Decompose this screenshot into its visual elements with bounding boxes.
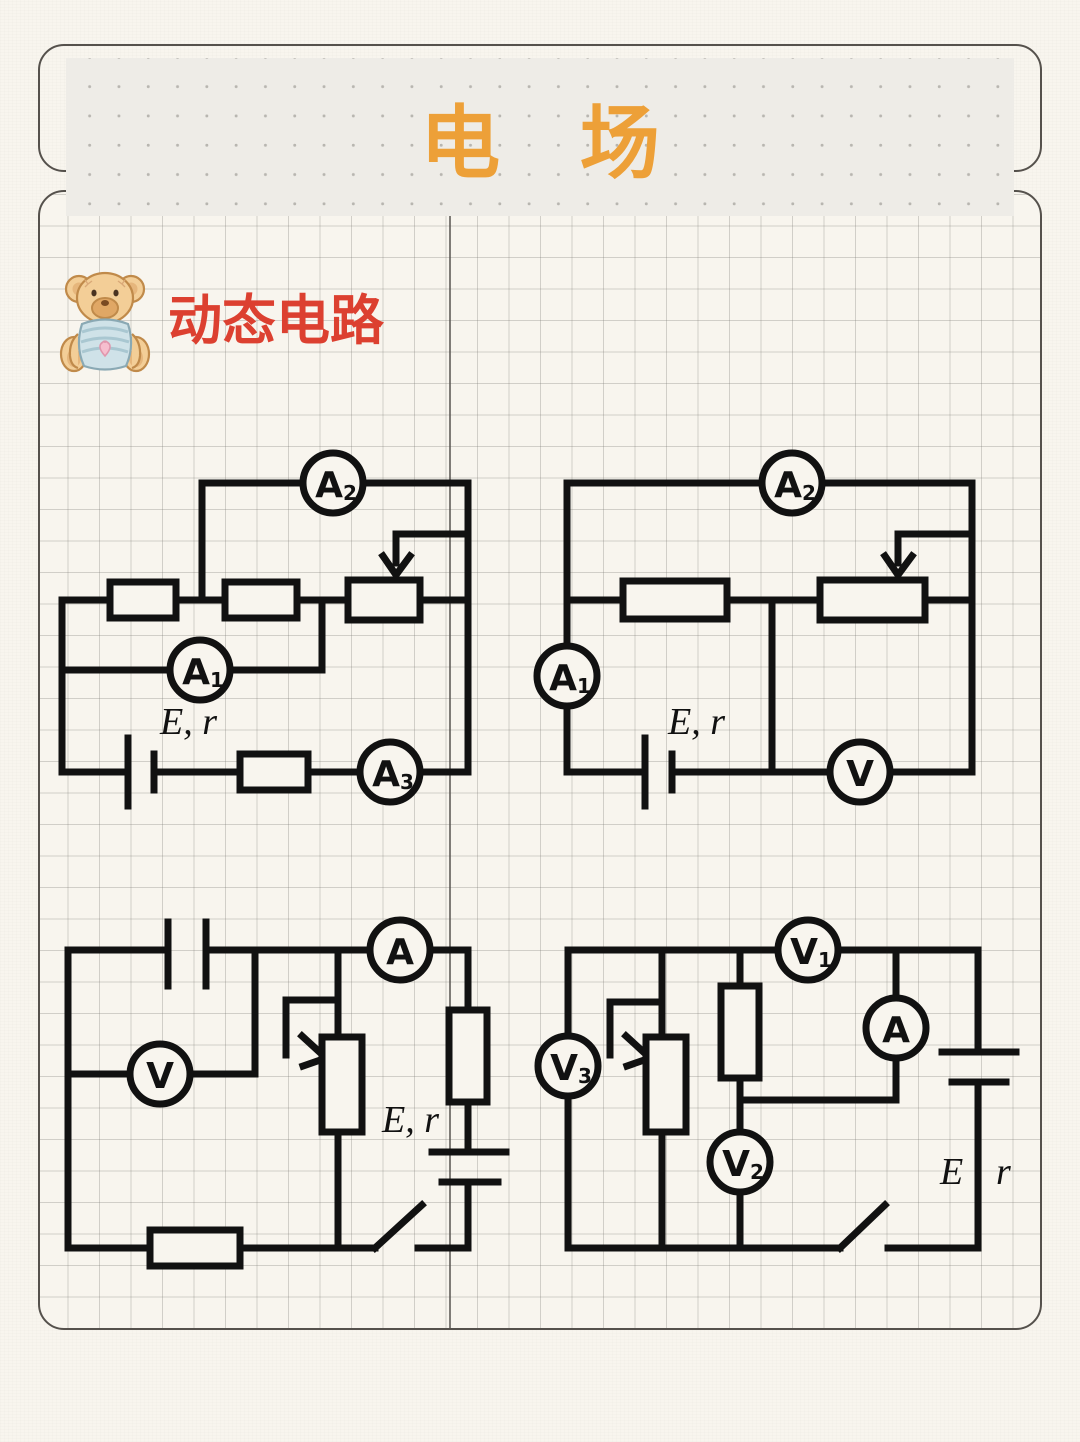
- meter-a1: A 1: [533, 642, 601, 710]
- meter-a: A: [862, 994, 930, 1062]
- rheostat: [318, 1033, 366, 1136]
- meter-label: A: [882, 1010, 910, 1051]
- meter-v: V: [826, 738, 894, 806]
- meter-a2: A 2: [758, 449, 826, 517]
- resistor: [221, 578, 301, 622]
- meter-v: V: [126, 1040, 194, 1108]
- meter-label: V: [846, 754, 874, 795]
- rheostat-arrow-icon: [378, 551, 415, 582]
- meter-v3: V 3: [534, 1032, 602, 1100]
- wire: [359, 479, 472, 774]
- meter-sub: 3: [400, 770, 414, 794]
- meter-v2: V 2: [706, 1128, 774, 1196]
- page-title: 电 场: [420, 97, 686, 190]
- teddy-bear-icon: [59, 271, 151, 373]
- section-heading: 动态电路: [58, 262, 384, 380]
- resistor: [445, 1006, 491, 1106]
- rheostat: [642, 1033, 690, 1136]
- meter-label: V: [146, 1056, 174, 1097]
- meter-a2: A 2: [299, 449, 367, 517]
- wire: [226, 596, 326, 674]
- resistor: [619, 577, 731, 623]
- circuit-3: E, r A V: [50, 900, 520, 1280]
- switch-lever: [835, 1200, 890, 1253]
- meter-sub: 1: [818, 948, 832, 972]
- meter-label: A: [315, 465, 343, 506]
- dot-grid-pattern: [66, 58, 1014, 216]
- resistor: [236, 750, 312, 794]
- meter-sub: 2: [343, 481, 357, 505]
- meter-label: A: [372, 754, 400, 795]
- meter-a1: A 1: [166, 636, 234, 704]
- wire: [186, 946, 259, 1078]
- wire: [736, 1054, 900, 1104]
- meter-label: V: [722, 1144, 750, 1185]
- meter-a: A: [366, 916, 434, 984]
- circuit-1: E, r A 2 A 1 A 3: [50, 449, 500, 820]
- resistor: [146, 1226, 244, 1270]
- resistor: [106, 578, 180, 622]
- meter-label: A: [549, 658, 577, 699]
- meter-label: A: [182, 652, 210, 693]
- meter-sub: 2: [802, 481, 816, 505]
- switch-lever: [370, 1200, 427, 1253]
- resistor: [717, 982, 763, 1082]
- meter-sub: 3: [578, 1064, 592, 1088]
- wire: [818, 479, 976, 776]
- meter-label: V: [550, 1048, 578, 1089]
- source-label-e: E: [939, 1151, 963, 1193]
- source-label: E, r: [667, 701, 725, 743]
- meter-label: A: [774, 465, 802, 506]
- meter-v1: V 1: [774, 916, 842, 984]
- meter-sub: 2: [750, 1160, 764, 1184]
- rheostat: [816, 576, 929, 624]
- source-label: E, r: [159, 701, 217, 743]
- meter-label: V: [790, 932, 818, 973]
- title-banner: 电 场: [66, 58, 1014, 216]
- rheostat: [344, 576, 424, 624]
- meter-a3: A 3: [356, 738, 424, 806]
- meter-sub: 1: [210, 668, 224, 692]
- vertical-divider: [449, 192, 451, 1328]
- circuit-2: E, r A 2 A 1 V: [520, 449, 990, 820]
- source-label-r: r: [996, 1151, 1011, 1193]
- circuit-4: E r V 1 V 2 V 3 A: [534, 900, 1030, 1280]
- meter-sub: 1: [577, 674, 591, 698]
- rheostat-arrow-icon: [880, 551, 917, 582]
- source-label: E, r: [381, 1099, 439, 1141]
- meter-label: A: [386, 932, 414, 973]
- section-title: 动态电路: [168, 289, 384, 352]
